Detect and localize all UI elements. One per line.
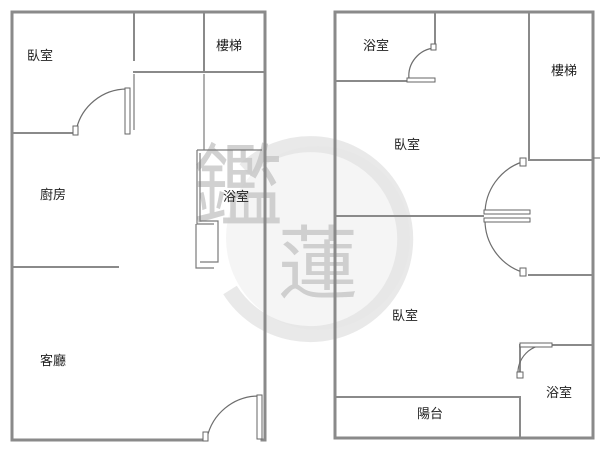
room-label-bedroom: 臥室 [27,48,53,64]
room-label-stairs: 樓梯 [216,39,242,54]
room-label-living-room: 客廳 [40,353,66,369]
entry-door-jamb [202,431,209,442]
left-bathroom-inner [199,153,219,263]
left-bathroom-walls [195,149,262,269]
room-label-top-bathroom: 浴室 [363,38,389,54]
top-bath-door-jamb [430,43,437,51]
bottom-bath-door-jamb [516,371,524,379]
double-door-leaf-lower [483,217,531,223]
right-outer-wall [333,10,595,440]
watermark-char-1: 鑑 [193,135,283,240]
double-door-leaf-upper [483,209,531,215]
room-label-upper-bedroom: 臥室 [394,137,420,153]
entry-door-arc [206,395,259,439]
bedroom-door-arc [75,88,128,132]
room-label-bathroom: 浴室 [223,189,249,205]
room-label-bottom-bathroom: 浴室 [546,385,572,401]
top-bath-door-arc [408,47,436,80]
left-outer-wall [10,10,267,442]
room-label-balcony: 陽台 [417,407,443,422]
bedroom-door-jamb-left [72,125,79,136]
double-door-arc-lower [484,218,523,273]
watermark-char-2: 蓮 [278,218,358,311]
double-door-jamb-bottom [519,267,527,277]
double-door-jamb-top [519,157,527,167]
right-floor: 浴室 樓梯 臥室 臥室 陽台 浴室 [333,10,600,440]
room-label-kitchen: 廚房 [40,187,66,203]
entry-door-leaf [256,394,263,440]
bedroom-door-leaf [124,87,131,135]
watermark-seal: 鑑 蓮 [193,135,414,343]
bottom-bath-door-arc [517,344,549,376]
room-label-right-stairs: 樓梯 [551,64,577,79]
room-label-lower-bedroom: 臥室 [392,308,418,324]
left-floor: 臥室 樓梯 廚房 浴室 客廳 [10,10,267,442]
watermark-brush-ring [223,136,414,343]
bottom-bath-door-leaf [519,342,553,348]
top-bath-door-leaf [406,77,436,83]
double-door-arc-upper [484,161,523,215]
